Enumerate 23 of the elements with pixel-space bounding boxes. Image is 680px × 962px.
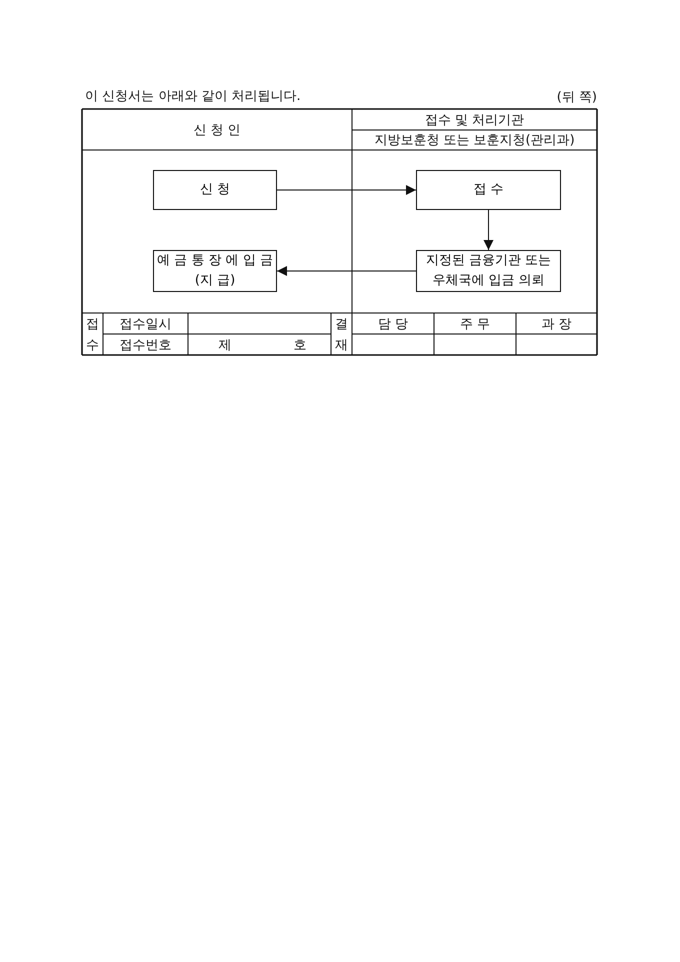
table-label: 접 xyxy=(85,316,100,334)
table-label: 제 xyxy=(218,336,232,354)
arrow xyxy=(276,185,416,195)
process-box: 접 수 xyxy=(416,170,561,210)
table-label: 주 무 xyxy=(458,316,492,334)
process-box: 예 금 통 장 에 입 금(지 급) xyxy=(153,250,277,292)
process-box: 신 청 xyxy=(153,170,277,210)
column-header: 신 청 인 xyxy=(192,122,242,140)
page-side-label: (뒤 쪽) xyxy=(556,89,597,105)
column-header: 지방보훈청 또는 보훈지청(관리과) xyxy=(373,132,576,150)
table-label: 재 xyxy=(334,336,349,354)
table-label: 담 당 xyxy=(376,316,410,334)
table-label: 과 장 xyxy=(540,316,573,334)
arrow xyxy=(484,210,494,250)
table-label: 수 xyxy=(85,336,100,354)
table-label: 접수일시 xyxy=(118,316,172,334)
form-note: 이 신청서는 아래와 같이 처리됩니다. xyxy=(85,89,301,105)
column-header: 접수 및 처리기관 xyxy=(424,112,526,130)
process-box: 지정된 금융기관 또는 우체국에 입금 의뢰 xyxy=(416,250,561,292)
arrow xyxy=(276,266,416,276)
table-label: 결 xyxy=(334,316,349,334)
table-label: 접수번호 xyxy=(118,336,172,354)
table-label: 호 xyxy=(292,336,308,354)
